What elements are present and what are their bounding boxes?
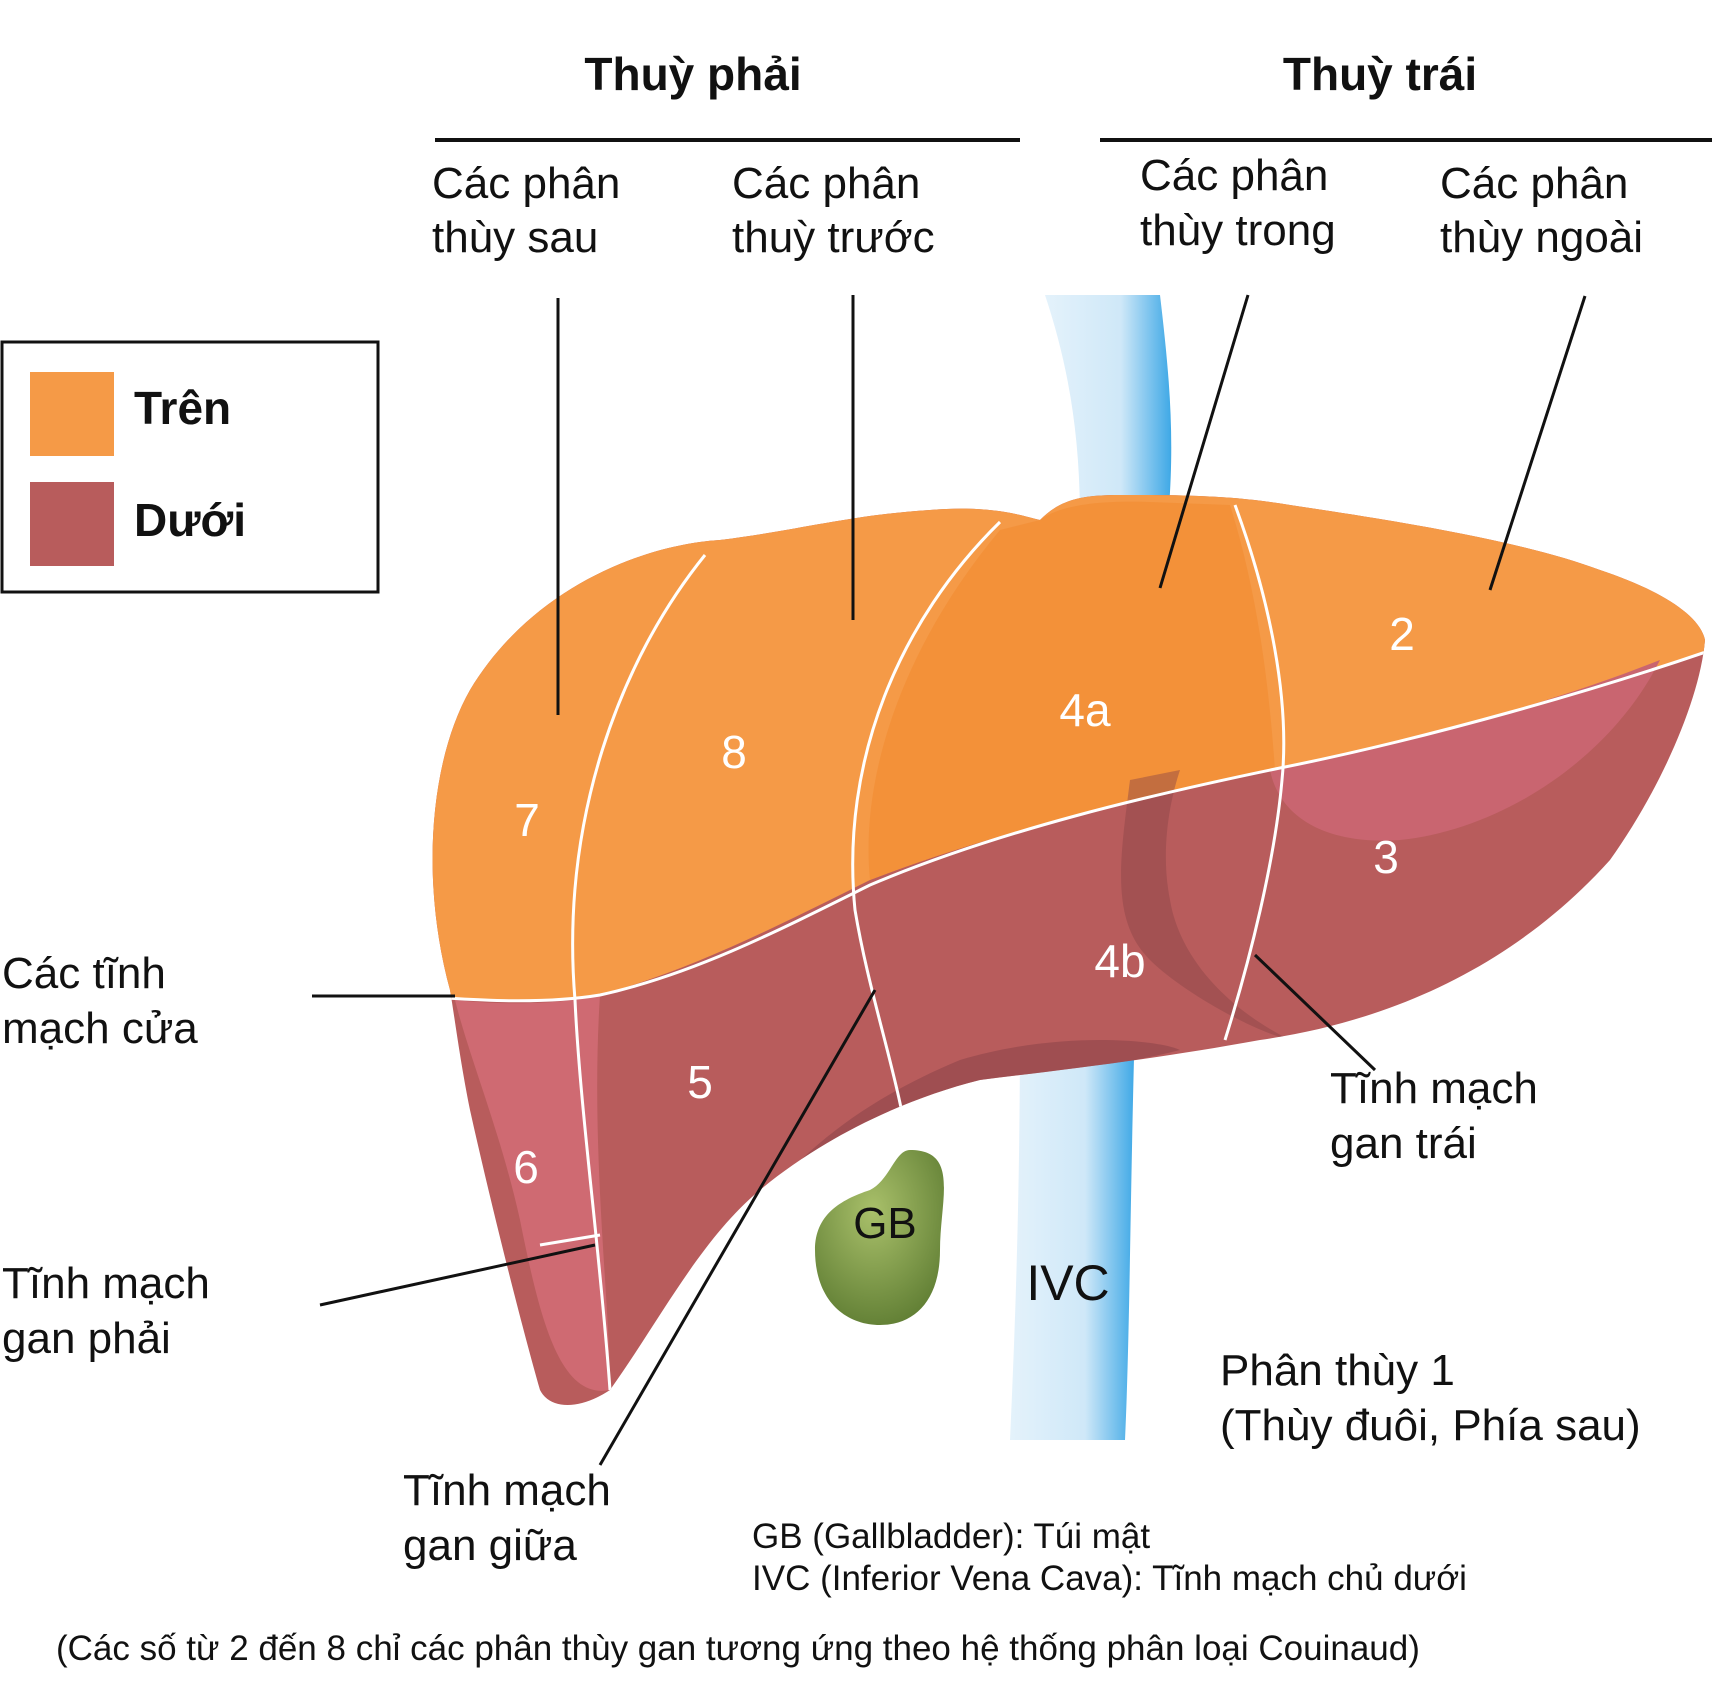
segment-6-label: 6 (513, 1141, 539, 1193)
segment-2-label: 2 (1389, 608, 1415, 660)
lateral-label-line1: Các phân (1440, 159, 1628, 208)
segment-5-label: 5 (687, 1056, 713, 1108)
legend-label-inferior: Dưới (134, 494, 246, 546)
segment-4a-label: 4a (1059, 684, 1111, 736)
medial-label-line2: thùy trong (1140, 206, 1336, 255)
segment-boundaries (432, 504, 1706, 1391)
lateral-label-line2: thùy ngoài (1440, 213, 1643, 262)
right-hepatic-vein-label-line2: gan phải (2, 1314, 171, 1363)
left-lobe-header: Thuỳ trái (1283, 48, 1477, 100)
left-hepatic-vein-label-line2: gan trái (1330, 1119, 1477, 1168)
middle-vein-shadow (1121, 770, 1290, 1040)
medial-label-line1: Các phân (1140, 151, 1328, 200)
portal-veins-label-line2: mạch cửa (2, 1004, 198, 1053)
segment-8-label: 8 (721, 726, 747, 778)
ivc-note: IVC (Inferior Vena Cava): Tĩnh mạch chủ … (752, 1559, 1467, 1598)
middle-hepatic-vein-label-line1: Tĩnh mạch (403, 1466, 611, 1515)
caudate-label-line1: Phân thùy 1 (1220, 1346, 1455, 1395)
left-hepatic-vein-label-line1: Tĩnh mạch (1330, 1064, 1538, 1113)
gb-note: GB (Gallbladder): Túi mật (752, 1517, 1150, 1556)
anterior-label-line2: thuỳ trước (732, 213, 935, 262)
right-hepatic-vein-label-line1: Tĩnh mạch (2, 1259, 210, 1308)
middle-hepatic-vein-label-line2: gan giữa (403, 1521, 577, 1570)
footer-note: (Các số từ 2 đến 8 chỉ các phân thùy gan… (56, 1629, 1420, 1668)
caudate-label-line2: (Thùy đuôi, Phía sau) (1220, 1401, 1641, 1450)
right-lobe-header: Thuỳ phải (584, 48, 801, 100)
gallbladder (815, 1150, 944, 1325)
portal-veins-label-line1: Các tĩnh (2, 949, 166, 998)
legend-label-superior: Trên (134, 382, 231, 434)
posterior-label-line1: Các phân (432, 159, 620, 208)
segment-3-highlight (1270, 660, 1660, 841)
legend-swatch-superior (30, 372, 114, 456)
segment-4a-shade (868, 501, 1275, 880)
gallbladder-label: GB (853, 1199, 917, 1248)
posterior-label-line2: thùy sau (432, 213, 598, 262)
segment-4b-label: 4b (1094, 935, 1145, 987)
segment-7-label: 7 (514, 794, 540, 846)
segment-3-label: 3 (1373, 831, 1399, 883)
segment-6-highlight (455, 995, 610, 1391)
legend-swatch-inferior (30, 482, 114, 566)
anterior-label-line1: Các phân (732, 159, 920, 208)
leader-lines (312, 294, 1587, 1466)
liver (432, 495, 1706, 1405)
ivc-upper (1045, 295, 1172, 520)
ivc-label: IVC (1026, 1255, 1109, 1311)
ivc-lower (1010, 1020, 1135, 1440)
